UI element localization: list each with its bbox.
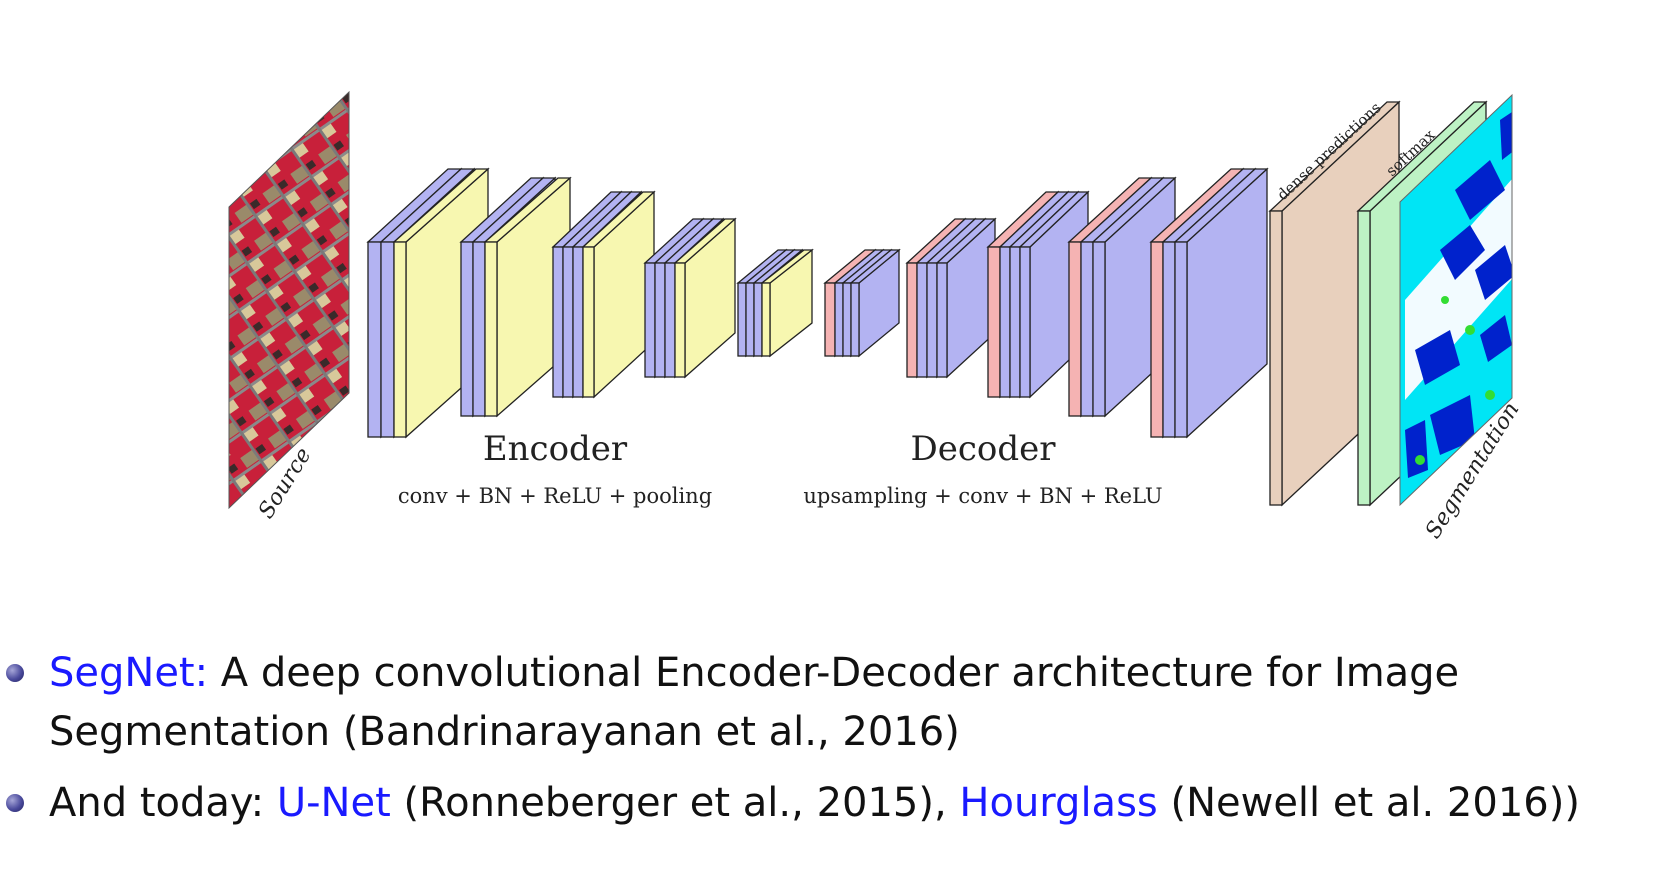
source-image — [228, 90, 350, 510]
enc3-pool — [581, 190, 656, 399]
enc2-pool — [483, 176, 572, 418]
bullet-1-text: A deep convolutional Encoder-Decoder arc… — [208, 650, 1460, 696]
bullet-marker-1 — [6, 664, 24, 682]
bullet-2-tail: (Newell et al. 2016)) — [1157, 780, 1580, 826]
dec5-conv-b — [1173, 167, 1269, 439]
bullet-2: And today: U-Net (Ronneberger et al., 20… — [49, 774, 1580, 832]
encoder-label: Encoder — [483, 429, 628, 469]
enc5-pool — [760, 248, 814, 358]
enc4-pool — [673, 217, 737, 379]
bullet-2-mid: (Ronneberger et al., 2015), — [390, 780, 960, 826]
decoder-label: Decoder — [910, 429, 1056, 469]
bullet-2-lead: And today: — [49, 780, 277, 826]
segmentation-image — [1399, 93, 1513, 507]
decoder-ops-label: upsampling + conv + BN + ReLU — [803, 484, 1162, 508]
encoder-ops-label: conv + BN + ReLU + pooling — [398, 484, 712, 508]
bullet-1-line-2: Segmentation (Bandrinarayanan et al., 20… — [49, 703, 960, 761]
bullet-marker-2 — [6, 794, 24, 812]
segnet-link[interactable]: SegNet: — [49, 650, 209, 696]
dec2-conv-c — [935, 217, 997, 379]
bullet-1-line-1: SegNet: A deep convolutional Encoder-Dec… — [49, 644, 1459, 702]
segnet-architecture-diagram: Source Encoder conv + BN + ReLU + poolin… — [228, 90, 1524, 543]
hourglass-link[interactable]: Hourglass — [959, 780, 1158, 826]
dec1-conv-c — [849, 248, 901, 358]
bullet-1-text-line-2: Segmentation (Bandrinarayanan et al., 20… — [49, 709, 960, 755]
unet-link[interactable]: U-Net — [276, 780, 391, 826]
